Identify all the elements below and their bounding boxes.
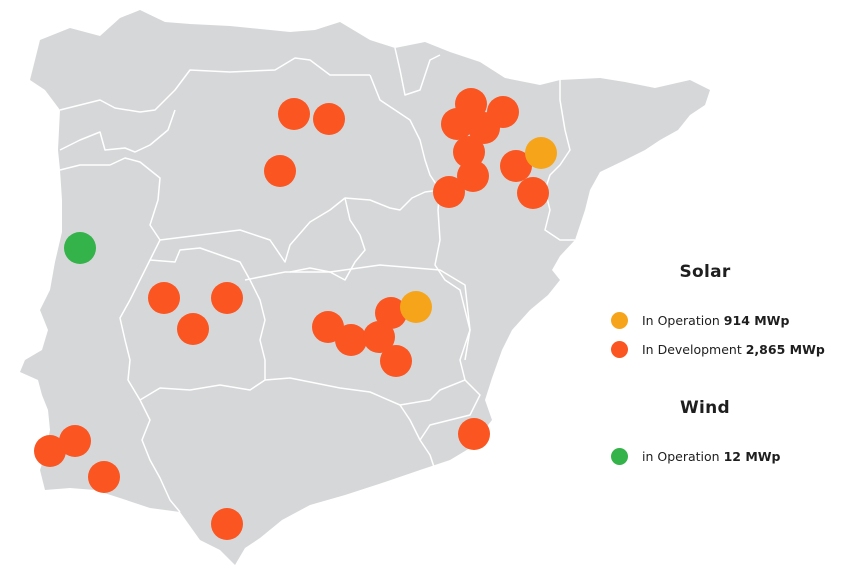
border-portugal-north: [59, 157, 181, 513]
legend-spacer: [600, 282, 850, 300]
solar-development-marker: [468, 112, 500, 144]
legend-item-solar-development: In Development 2,865 MWp: [600, 341, 850, 358]
solar-development-marker: [380, 345, 412, 377]
solar-development-marker: [517, 177, 549, 209]
solar-development-marker: [363, 321, 395, 353]
project-markers: [34, 88, 557, 540]
legend-value: 12 MWp: [723, 449, 781, 464]
border-north-coast: [59, 57, 370, 113]
solar-development-marker: [264, 155, 296, 187]
legend-value: 2,865 MWp: [745, 342, 825, 357]
legend-spacer: [600, 418, 850, 436]
solar-development-marker: [335, 324, 367, 356]
solar-operation-swatch: [611, 312, 628, 329]
border-andalusia-inner: [399, 404, 421, 441]
legend-label: In Operation: [642, 313, 720, 328]
solar-development-marker: [433, 176, 465, 208]
solar-development-marker: [59, 425, 91, 457]
legend-label: in Operation: [642, 449, 720, 464]
solar-development-marker: [278, 98, 310, 130]
region-borders: [59, 47, 575, 513]
border-castilla-leon: [159, 189, 441, 263]
legend-item-solar-operation: In Operation 914 MWp: [600, 312, 850, 329]
solar-development-marker: [458, 418, 490, 450]
solar-development-marker: [313, 103, 345, 135]
legend-title-wind: Wind: [679, 398, 731, 418]
wind-operation-swatch: [611, 448, 628, 465]
solar-development-marker: [441, 108, 473, 140]
legend-item-wind-operation: in Operation 12 MWp: [600, 448, 850, 465]
solar-development-marker: [211, 282, 243, 314]
legend-title-solar: Solar: [679, 262, 731, 282]
solar-development-swatch: [611, 341, 628, 358]
solar-development-marker: [148, 282, 180, 314]
solar-development-marker: [375, 297, 407, 329]
map-legend: Solar In Operation 914 MWp In Developmen…: [600, 262, 850, 465]
border-valencia-murcia: [419, 379, 481, 471]
border-madrid: [289, 197, 366, 281]
solar-development-marker: [457, 160, 489, 192]
border-catalonia: [544, 80, 575, 241]
solar-development-marker: [88, 461, 120, 493]
solar-development-marker: [500, 150, 532, 182]
solar-operation-marker: [525, 137, 557, 169]
solar-development-marker: [453, 136, 485, 168]
solar-operation-marker: [400, 291, 432, 323]
border-pyrenees: [394, 47, 441, 96]
legend-value: 914 MWp: [723, 313, 790, 328]
border-extremadura: [139, 247, 266, 401]
legend-label: In Development: [642, 342, 742, 357]
wind-operation-marker: [64, 232, 96, 264]
solar-development-marker: [177, 313, 209, 345]
solar-development-marker: [34, 435, 66, 467]
solar-development-marker: [211, 508, 243, 540]
border-galicia-east: [59, 109, 176, 153]
